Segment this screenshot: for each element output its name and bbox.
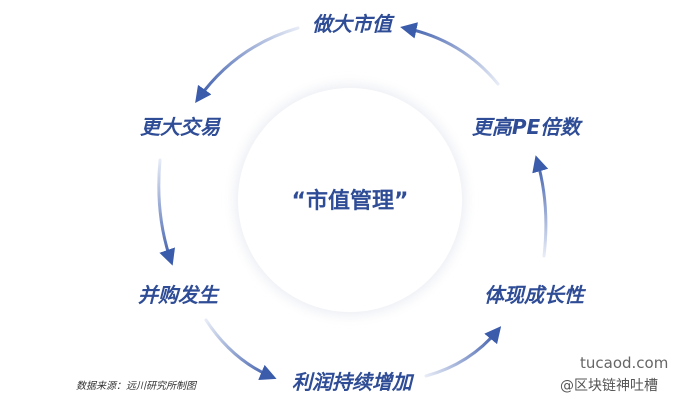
node-profit-keeps-increasing: 利润持续增加 — [292, 370, 415, 394]
cycle-arrows — [157, 22, 549, 381]
arrow-lower-right-to-upper-right — [532, 155, 549, 258]
node-show-growth: 体现成长性 — [484, 283, 587, 307]
watermark-account: @区块链神吐槽 — [560, 378, 658, 394]
arrow-top-to-upper-left — [195, 26, 300, 104]
arrow-upper-right-to-top — [400, 22, 500, 86]
node-make-market-cap-bigger: 做大市值 — [312, 12, 395, 36]
center-label: “市值管理” — [292, 188, 409, 214]
data-source-note: 数据来源：远川研究所制图 — [76, 380, 198, 392]
node-higher-pe-multiple: 更高PE倍数 — [472, 115, 583, 139]
arrow-bottom-to-lower-right — [424, 326, 502, 378]
arrow-lower-left-to-bottom — [204, 318, 277, 381]
arrow-upper-left-to-lower-left — [157, 158, 176, 266]
node-acquisition-happens: 并购发生 — [138, 283, 220, 307]
node-bigger-deals: 更大交易 — [140, 115, 222, 139]
watermark-site: tucaod.com — [580, 354, 668, 372]
center-circle — [235, 85, 465, 315]
